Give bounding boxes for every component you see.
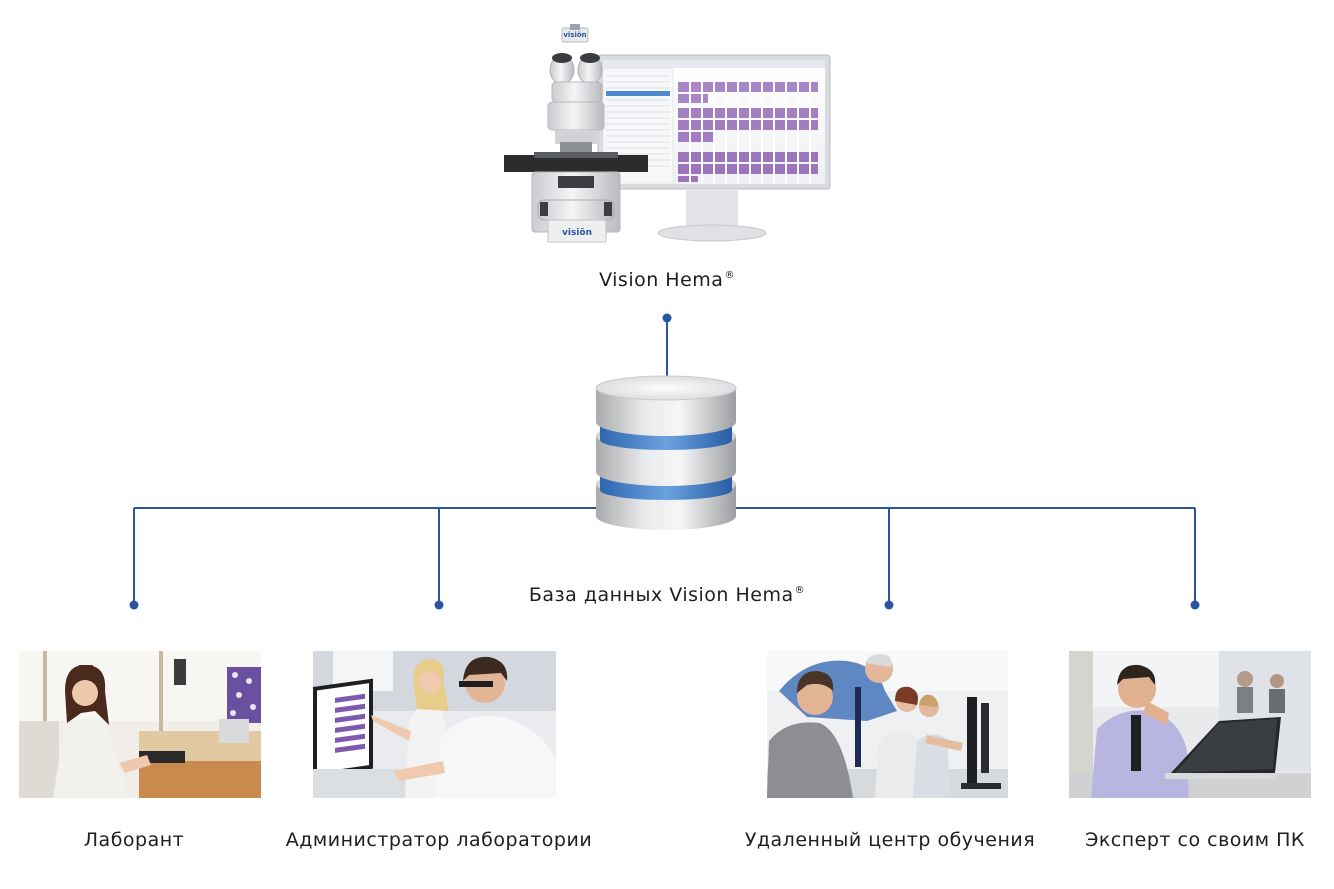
photo-remote-training-center: [767, 651, 1008, 798]
node-label-expert-own-pc: Эксперт со своим ПК: [1085, 829, 1305, 851]
microscope-workstation-illustration: visiön visiön: [504, 24, 831, 243]
system-label: Vision Hema®: [567, 269, 767, 291]
connector-dot-3: [884, 600, 894, 610]
photo-expert-own-pc: [1069, 651, 1311, 798]
connector-dot-4: [1190, 600, 1200, 610]
node-label-lab-assistant: Лаборант: [83, 829, 185, 851]
database-name: База данных Vision Hema: [528, 584, 794, 606]
connector-dot-top: [662, 313, 672, 323]
registered-mark: ®: [724, 270, 735, 281]
database-label: База данных Vision Hema®: [515, 584, 819, 606]
photo-lab-assistant: [19, 651, 261, 798]
brand-text-top: visiön: [563, 31, 586, 39]
registered-mark: ®: [794, 585, 806, 596]
photo-lab-administrator: [313, 651, 556, 798]
brand-text-base: visiön: [562, 228, 592, 238]
connector-dot-2: [434, 600, 444, 610]
connector-dot-1: [129, 600, 139, 610]
system-name: Vision Hema: [599, 269, 724, 291]
monitor-icon: [597, 54, 831, 242]
node-label-remote-training-center: Удаленный центр обучения: [744, 829, 1036, 851]
microscope-icon: [504, 24, 648, 243]
node-label-lab-administrator: Администратор лаборатории: [285, 829, 593, 851]
database-icon: [595, 375, 737, 530]
